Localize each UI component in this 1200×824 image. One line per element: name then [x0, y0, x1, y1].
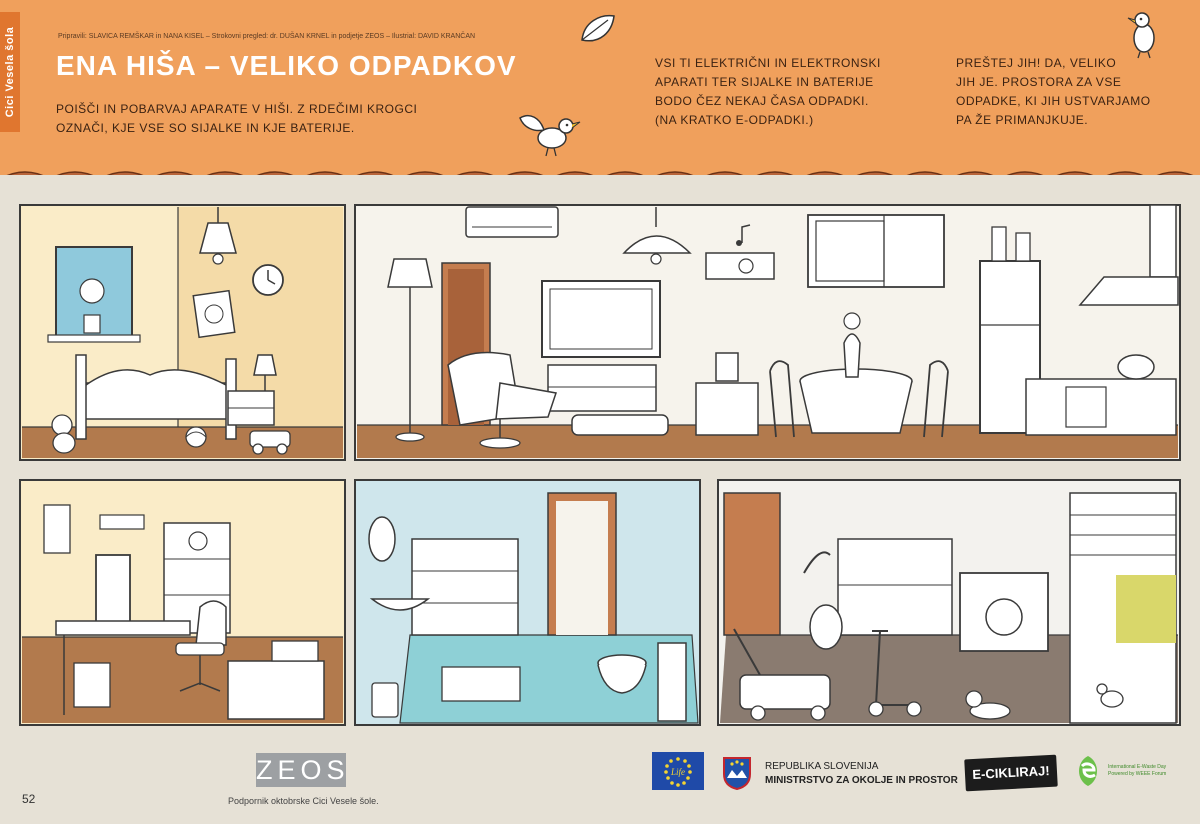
ministry-text: REPUBLIKA SLOVENIJA MINISTRSTVO ZA OKOLJ… [765, 760, 958, 788]
side-tab-label: Cici Vesela šola [4, 26, 16, 118]
e-waste-day-text: International E-Waste Day Powered by WEE… [1108, 764, 1166, 778]
instruction-line: OZNAČI, KJE VSE SO SIJALKE IN KJE BATERI… [56, 121, 355, 135]
e-waste-day-icon [1079, 756, 1097, 786]
text-line: (NA KRATKO E-ODPADKI.) [655, 113, 814, 127]
page-number: 52 [22, 792, 36, 806]
bathroom [354, 479, 701, 726]
leaf-icon [581, 14, 615, 42]
instructions: POIŠČI IN POBARVAJ APARATE V HIŠI. Z RDE… [56, 100, 417, 138]
coat-of-arms-icon [723, 757, 751, 790]
text-line: PA ŽE PRIMANJKUJE. [956, 113, 1089, 127]
living-kitchen [354, 204, 1181, 461]
ewaste-line1: International E-Waste Day [1108, 764, 1167, 770]
text-line: PREŠTEJ JIH! DA, VELIKO [956, 56, 1117, 70]
bird-icon [519, 114, 581, 157]
text-line: JIH JE. PROSTORA ZA VSE [956, 75, 1122, 89]
text-line: BODO ČEZ NEKAJ ČASA ODPADKI. [655, 94, 869, 108]
instruction-line: POIŠČI IN POBARVAJ APARATE V HIŠI. Z RDE… [56, 102, 418, 116]
house-illustration [0, 175, 1200, 745]
side-tab: Cici Vesela šola [0, 12, 20, 132]
text-line: ODPADKE, KI JIH USTVARJAMO [956, 94, 1151, 108]
text-line: APARATI TER SIJALKE IN BATERIJE [655, 75, 874, 89]
sponsor-text: Podpornik oktobrske Cici Vesele šole. [228, 796, 379, 806]
ministry-line2: MINISTRSTVO ZA OKOLJE IN PROSTOR [765, 775, 958, 786]
eu-flag-icon: Life [652, 752, 704, 790]
page-title: ENA HIŠA – VELIKO ODPADKOV [56, 50, 517, 81]
bird-icon [1127, 12, 1155, 59]
zeos-logo: ZEOS [256, 753, 350, 787]
ecikliraj-logo: E-CIKLIRAJ! [964, 754, 1058, 792]
ewaste-line2: Powered by WEEE Forum [1108, 771, 1167, 777]
bedroom [19, 204, 346, 461]
text-line: VSI TI ELEKTRIČNI IN ELEKTRONSKI [655, 56, 881, 70]
garage [717, 479, 1181, 726]
text-block-middle: VSI TI ELEKTRIČNI IN ELEKTRONSKI APARATI… [655, 54, 881, 130]
text-block-right: PREŠTEJ JIH! DA, VELIKO JIH JE. PROSTORA… [956, 54, 1151, 130]
ministry-line1: REPUBLIKA SLOVENIJA [765, 761, 879, 772]
music-note-icon [736, 224, 751, 246]
credits: Pripravili: SLAVICA REMŠKAR in NANA KISE… [58, 33, 476, 40]
office [19, 479, 346, 726]
eu-logo-text: Life [670, 767, 685, 777]
